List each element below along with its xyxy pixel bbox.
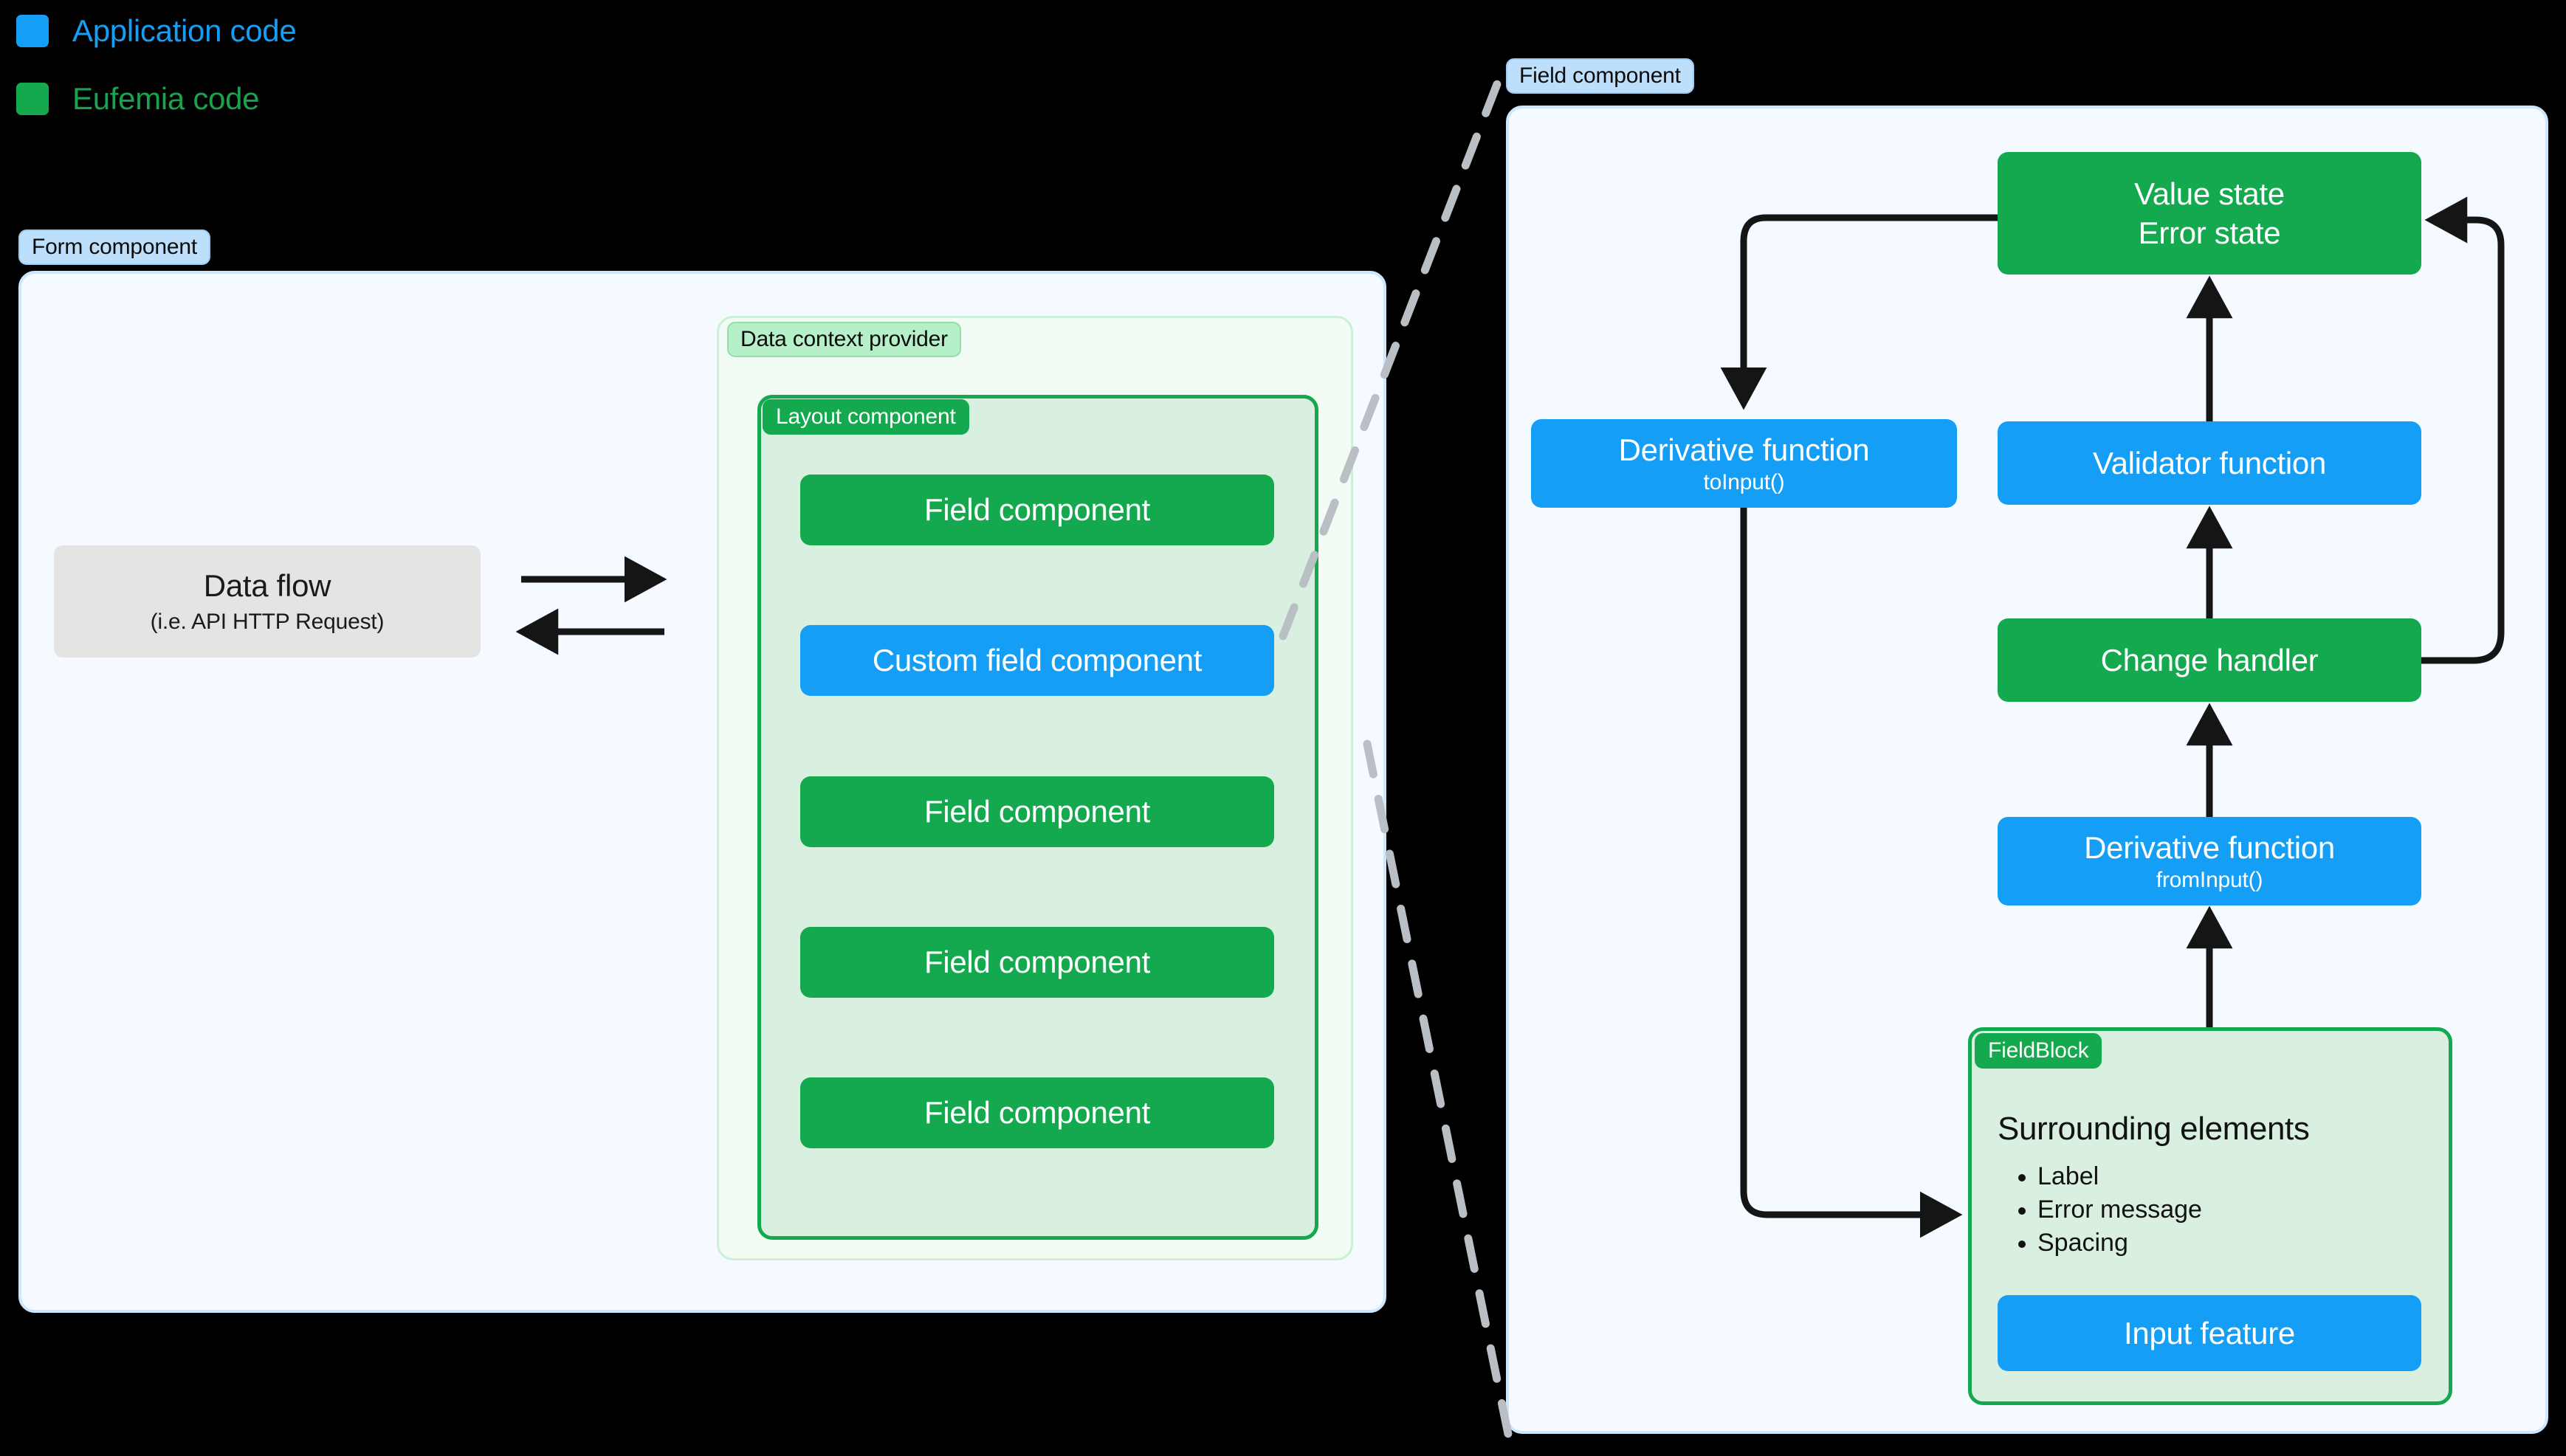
value-state-label: Value state xyxy=(2134,176,2285,211)
surrounding-elements-list: Label Error message Spacing xyxy=(2008,1160,2202,1260)
legend: Application code Eufemia code xyxy=(16,10,297,146)
derivative-function-to-input-box[interactable]: Derivative function toInput() xyxy=(1531,419,1957,508)
data-flow-title: Data flow xyxy=(203,568,331,603)
layout-item-field-component-2[interactable]: Field component xyxy=(800,776,1274,847)
input-feature-label: Input feature xyxy=(2124,1315,2295,1350)
legend-swatch-eufemia-code xyxy=(16,83,49,115)
derivative-from-input-subtitle: fromInput() xyxy=(2156,867,2263,892)
list-item: Spacing xyxy=(2008,1226,2202,1260)
derivative-to-input-subtitle: toInput() xyxy=(1703,469,1785,494)
legend-item-eufemia-code: Eufemia code xyxy=(16,78,296,120)
legend-swatch-application-code xyxy=(16,15,49,47)
legend-label-application-code: Application code xyxy=(72,13,297,48)
form-component-badge: Form component xyxy=(18,230,210,265)
validator-function-label: Validator function xyxy=(2092,445,2327,480)
data-flow-subtitle: (i.e. API HTTP Request) xyxy=(150,610,385,634)
value-error-state-box[interactable]: Value state Error state xyxy=(1998,152,2421,275)
change-handler-label: Change handler xyxy=(2100,642,2319,677)
legend-label-eufemia-code: Eufemia code xyxy=(72,81,260,116)
layout-item-label: Field component xyxy=(923,945,1150,980)
input-feature-box[interactable]: Input feature xyxy=(1998,1295,2421,1371)
list-item: Label xyxy=(2008,1160,2202,1193)
derivative-function-from-input-box[interactable]: Derivative function fromInput() xyxy=(1998,817,2421,905)
data-context-provider-badge: Data context provider xyxy=(727,322,961,357)
layout-item-field-component-1[interactable]: Field component xyxy=(800,475,1274,545)
surrounding-elements-heading: Surrounding elements xyxy=(1998,1111,2310,1147)
field-component-badge: Field component xyxy=(1506,58,1694,94)
layout-item-label: Field component xyxy=(923,794,1150,829)
legend-item-application-code: Application code xyxy=(16,10,297,52)
error-state-label: Error state xyxy=(2138,215,2281,250)
field-block-badge: FieldBlock xyxy=(1975,1033,2102,1069)
layout-item-label: Custom field component xyxy=(872,643,1203,678)
layout-component-badge: Layout component xyxy=(763,399,969,435)
list-item: Error message xyxy=(2008,1193,2202,1226)
layout-item-field-component-3[interactable]: Field component xyxy=(800,927,1274,998)
validator-function-box[interactable]: Validator function xyxy=(1998,421,2421,505)
data-flow-box: Data flow (i.e. API HTTP Request) xyxy=(54,545,481,658)
layout-item-field-component-4[interactable]: Field component xyxy=(800,1077,1274,1148)
layout-item-label: Field component xyxy=(923,1095,1150,1131)
layout-item-custom-field-component[interactable]: Custom field component xyxy=(800,625,1274,696)
zoom-connector-bottom-dashed xyxy=(1363,739,1515,1449)
change-handler-box[interactable]: Change handler xyxy=(1998,618,2421,702)
derivative-from-input-title: Derivative function xyxy=(2084,829,2335,865)
derivative-to-input-title: Derivative function xyxy=(1618,432,1870,467)
layout-item-label: Field component xyxy=(923,492,1150,528)
